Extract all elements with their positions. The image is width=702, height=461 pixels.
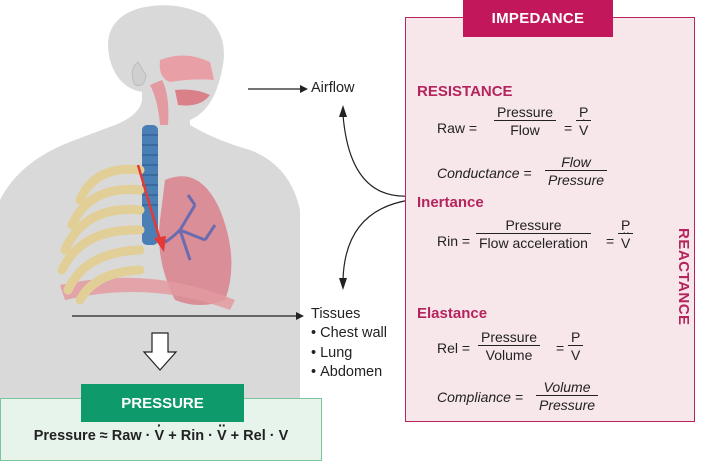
curve-to-tissues-arrowhead: [339, 278, 347, 290]
elastance-title: Elastance: [417, 305, 488, 322]
diaphragm: [60, 277, 235, 310]
conductance-lhs: Conductance =: [437, 165, 532, 181]
compliance-fraction: Volume Pressure: [536, 379, 599, 413]
nasal-cavity: [159, 55, 214, 82]
trachea-rings: [142, 134, 158, 206]
curve-to-airflow-arrowhead: [339, 105, 347, 117]
raw-fraction: Pressure Flow: [494, 104, 557, 138]
rel-fraction: Pressure Volume: [478, 329, 541, 363]
impedance-panel: [405, 17, 695, 422]
impedance-header: IMPEDANCE: [463, 0, 613, 37]
reactance-label: REACTANCE: [675, 228, 692, 326]
airflow-path-line: [136, 164, 162, 241]
mouth-tongue: [175, 89, 210, 106]
pressure-equation: Pressure ≈ Raw · V + Rin · V + Rel · V: [0, 428, 322, 444]
tissue-item-abdomen: • Abdomen: [311, 364, 383, 380]
compliance-lhs: Compliance =: [437, 389, 524, 405]
raw-pv-fraction: P V: [576, 104, 592, 138]
resistance-title: RESISTANCE: [417, 83, 513, 100]
rin-fraction: Pressure Flow acceleration: [476, 217, 591, 251]
ear: [131, 61, 147, 86]
tissue-item-lung: • Lung: [311, 345, 353, 361]
curve-to-tissues: [342, 199, 411, 281]
curve-to-airflow: [342, 114, 411, 197]
bronchial-tree: [159, 194, 217, 261]
rel-pv-fraction: P V: [568, 329, 584, 363]
conductance-fraction: Flow Pressure: [545, 154, 608, 188]
tissues-arrowhead: [296, 312, 304, 320]
down-arrow-icon: [142, 332, 178, 371]
lung: [159, 176, 232, 305]
rib-cage: [57, 164, 145, 305]
tissues-label: Tissues: [311, 306, 361, 322]
airflow-label: Airflow: [311, 80, 355, 96]
airflow-arrowhead: [300, 85, 308, 93]
tissue-item-chest-wall: • Chest wall: [311, 325, 387, 341]
rel-equation-lhs: Rel =: [437, 340, 471, 356]
airflow-path-arrowhead: [154, 236, 166, 252]
raw-equation-lhs: Raw =: [437, 120, 478, 136]
rin-equation-lhs: Rin =: [437, 233, 471, 249]
pharynx: [150, 80, 169, 125]
inertance-title: Inertance: [417, 194, 484, 211]
pressure-header: PRESSURE: [81, 384, 244, 422]
rin-pv-fraction: P V: [618, 217, 634, 251]
